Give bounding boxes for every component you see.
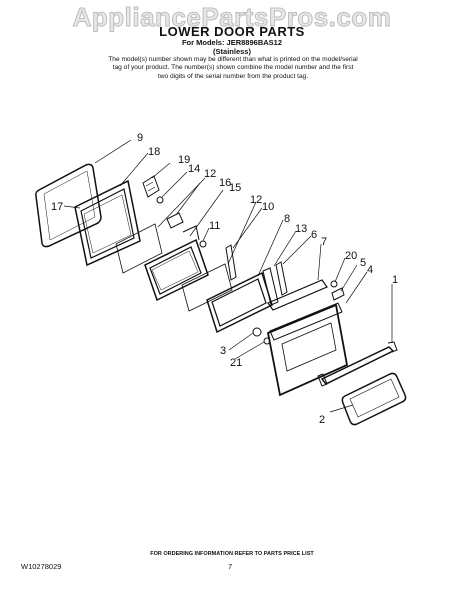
part-20-cap (330, 280, 338, 288)
callout-7: 7 (321, 236, 327, 248)
callout-8: 8 (284, 213, 290, 225)
part-3-screw (252, 327, 262, 337)
callout-6: 6 (311, 229, 317, 241)
callout-11: 11 (209, 220, 220, 232)
outer-door-window (281, 322, 337, 372)
callout-14: 14 (188, 163, 200, 175)
callout-15: 15 (229, 182, 241, 194)
part-8-door-liner (206, 271, 273, 334)
outer-door-panel (266, 303, 349, 397)
callout-13: 13 (295, 223, 307, 235)
callout-16: 16 (219, 177, 231, 189)
part-2-gasket-panel (341, 372, 407, 426)
callout-9: 9 (137, 132, 143, 144)
part-8-door-liner-inner (211, 278, 267, 327)
part-11-screw (199, 240, 207, 248)
callout-17: 17 (51, 201, 63, 213)
part-12-glass-pane-second (181, 263, 233, 312)
page-number: 7 (228, 562, 233, 571)
part-14-screw (156, 196, 164, 204)
site-watermark: AppliancePartsPros.com (72, 2, 392, 33)
callout-2: 2 (319, 414, 325, 426)
part-21-screw (263, 337, 271, 345)
model-note: The model(s) number shown may be differe… (108, 56, 358, 80)
part-15-inner-frame-inner (149, 246, 202, 295)
part-1-handle (320, 346, 395, 385)
callout-20: 20 (345, 250, 357, 262)
callout-10: 10 (262, 201, 274, 213)
page-title: LOWER DOOR PARTS (159, 24, 305, 39)
callout-4: 4 (367, 264, 373, 276)
part-18-glass-frame-inner (80, 188, 135, 259)
part-5-clip (331, 287, 345, 301)
callout-12-upper: 12 (204, 168, 216, 180)
part-13-side-trim (262, 267, 279, 306)
part-9-outer-glass-inner (43, 170, 96, 241)
callout-12-lower: 12 (250, 194, 262, 206)
variant-line: (Stainless) (213, 47, 251, 56)
part-10-strip (225, 244, 237, 281)
part-15-inner-frame (144, 238, 209, 302)
part-7-top-trim (267, 279, 328, 311)
part-9-outer-glass (35, 163, 102, 248)
callout-18: 18 (148, 146, 160, 158)
part-12-glass-pane (115, 223, 163, 274)
callout-21: 21 (230, 357, 242, 369)
model-line: For Models: JER8896BAS12 (181, 38, 283, 47)
part-18-glass-frame (74, 179, 141, 267)
callout-1: 1 (392, 274, 398, 286)
callout-3: 3 (220, 345, 226, 357)
part-19-bracket (142, 175, 160, 198)
part-6-trim (275, 261, 288, 296)
part-16-bracket (166, 212, 184, 229)
document-code: W10278029 (21, 562, 62, 571)
leader-lines (63, 139, 393, 413)
ordering-note: FOR ORDERING INFORMATION REFER TO PARTS … (150, 551, 314, 557)
callout-5: 5 (360, 257, 366, 269)
callout-19: 19 (178, 154, 190, 166)
